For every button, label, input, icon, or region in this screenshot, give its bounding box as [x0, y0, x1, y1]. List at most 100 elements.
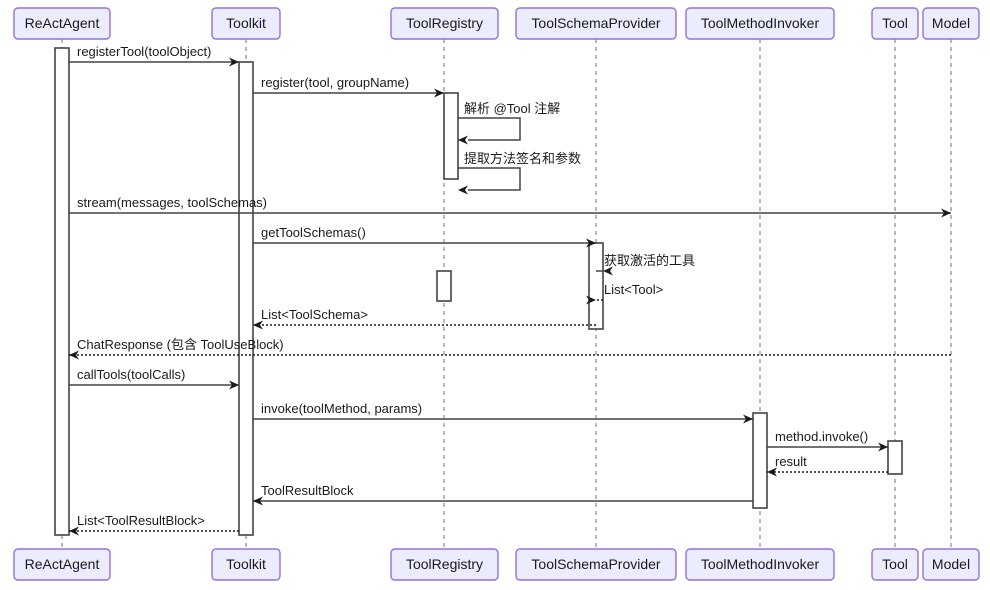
participant-headers-group: ReActAgent Toolkit ToolRegistry ToolSchemaP…: [13, 7, 980, 40]
message-m16: List<ToolResultBlock>: [69, 513, 239, 536]
message-label: List<Tool>: [604, 282, 663, 297]
messages-group: registerTool(toolObject) register(tool, g…: [69, 44, 951, 536]
message-label: register(tool, groupName): [261, 75, 409, 90]
arrowhead-right: [586, 295, 596, 305]
message-label: List<ToolResultBlock>: [77, 513, 205, 528]
arrowhead-right: [229, 57, 239, 67]
message-m14: result: [767, 454, 888, 477]
activation-bar-reactagent: [54, 47, 70, 536]
participant-box[interactable]: [390, 7, 499, 40]
participant-box[interactable]: [211, 7, 281, 40]
arrowhead-left: [603, 266, 613, 276]
message-label: getToolSchemas(): [261, 225, 366, 240]
arrowhead-left: [253, 320, 263, 330]
activation-bar-toolregistry_cb: [436, 270, 452, 302]
message-m7: 获取激活的工具: [596, 253, 695, 276]
activation-bars-group: [54, 47, 903, 536]
participant-header-tool[interactable]: Tool: [871, 7, 919, 40]
participant-box[interactable]: [871, 7, 919, 40]
message-m9: List<ToolSchema>: [253, 307, 596, 330]
message-m15: ToolResultBlock: [253, 483, 753, 506]
arrowhead-left: [458, 185, 468, 195]
message-label: ToolResultBlock: [261, 483, 354, 498]
participant-footer-toolkit[interactable]: Toolkit: [211, 548, 281, 581]
participant-footer-toolregistry[interactable]: ToolRegistry: [390, 548, 499, 581]
participant-label: ToolRegistry: [406, 15, 483, 31]
message-m6: getToolSchemas(): [253, 225, 596, 248]
arrowhead-left: [69, 526, 79, 536]
arrowhead-left: [458, 135, 468, 145]
participant-label: ToolMethodInvoker: [701, 556, 820, 572]
participant-header-reactagent[interactable]: ReActAgent: [13, 7, 111, 40]
participant-box[interactable]: [515, 548, 677, 581]
participant-footer-toolmethodinvoker[interactable]: ToolMethodInvoker: [685, 548, 835, 581]
arrowhead-left: [767, 467, 777, 477]
participant-footer-toolschemaprovider[interactable]: ToolSchemaProvider: [515, 548, 677, 581]
self-message-path: [458, 117, 521, 141]
arrowhead-right: [743, 414, 753, 424]
arrowhead-left: [253, 496, 263, 506]
message-label: method.invoke(): [775, 429, 868, 444]
message-m5: stream(messages, toolSchemas): [69, 195, 951, 218]
participant-box[interactable]: [922, 7, 980, 40]
participant-box[interactable]: [685, 7, 835, 40]
participant-header-model[interactable]: Model: [922, 7, 980, 40]
participant-box[interactable]: [685, 548, 835, 581]
participant-label: Tool: [882, 15, 908, 31]
participant-label: ToolRegistry: [406, 556, 483, 572]
participant-box[interactable]: [390, 548, 499, 581]
message-label: callTools(toolCalls): [77, 367, 185, 382]
participant-footer-model[interactable]: Model: [922, 548, 980, 581]
message-m11: callTools(toolCalls): [69, 367, 239, 390]
arrowhead-right: [434, 88, 444, 98]
activation-bar-tool: [887, 440, 903, 475]
participant-box[interactable]: [871, 548, 919, 581]
participant-header-toolschemaprovider[interactable]: ToolSchemaProvider: [515, 7, 677, 40]
message-label: invoke(toolMethod, params): [261, 401, 422, 416]
participant-label: ToolSchemaProvider: [531, 15, 661, 31]
message-m13: method.invoke(): [767, 429, 888, 452]
participant-box[interactable]: [211, 548, 281, 581]
message-label: stream(messages, toolSchemas): [77, 195, 267, 210]
message-label: registerTool(toolObject): [77, 44, 211, 59]
arrowhead-right: [229, 380, 239, 390]
participant-box[interactable]: [515, 7, 677, 40]
message-m1: registerTool(toolObject): [69, 44, 239, 67]
message-m4: 提取方法签名和参数: [458, 151, 581, 195]
participant-box[interactable]: [13, 548, 111, 581]
participant-label: ToolMethodInvoker: [701, 15, 820, 31]
participant-header-toolmethodinvoker[interactable]: ToolMethodInvoker: [685, 7, 835, 40]
participant-label: ToolSchemaProvider: [531, 556, 661, 572]
message-m2: register(tool, groupName): [253, 75, 444, 98]
activation-bar-toolkit: [238, 61, 254, 536]
message-m8: List<Tool>: [586, 282, 663, 305]
participant-label: Toolkit: [226, 556, 266, 572]
activation-bar-toolregistry: [443, 92, 459, 180]
arrowhead-right: [586, 238, 596, 248]
participant-label: Model: [932, 556, 970, 572]
participant-label: Model: [932, 15, 970, 31]
participant-footers-group: ReActAgent Toolkit ToolRegistry ToolSchemaP…: [13, 548, 980, 581]
participant-footer-tool[interactable]: Tool: [871, 548, 919, 581]
message-label: 获取激活的工具: [604, 253, 695, 268]
arrowhead-left: [69, 350, 79, 360]
participant-label: ReActAgent: [25, 556, 100, 572]
message-label: ChatResponse (包含 ToolUseBlock): [77, 337, 284, 352]
participant-header-toolkit[interactable]: Toolkit: [211, 7, 281, 40]
participant-box[interactable]: [13, 7, 111, 40]
participant-box[interactable]: [922, 548, 980, 581]
activation-bar-toolregistry: [588, 242, 604, 330]
arrowhead-right: [878, 442, 888, 452]
participant-label: ReActAgent: [25, 15, 100, 31]
message-m3: 解析 @Tool 注解: [458, 101, 560, 145]
message-label: 提取方法签名和参数: [464, 151, 581, 166]
message-m12: invoke(toolMethod, params): [253, 401, 753, 424]
self-message-path: [458, 167, 521, 191]
activation-bar-toolmethodinvoker: [752, 412, 768, 509]
message-label: result: [775, 454, 807, 469]
message-label: 解析 @Tool 注解: [464, 101, 560, 116]
arrowhead-right: [941, 208, 951, 218]
participant-footer-reactagent[interactable]: ReActAgent: [13, 548, 111, 581]
participant-header-toolregistry[interactable]: ToolRegistry: [390, 7, 499, 40]
